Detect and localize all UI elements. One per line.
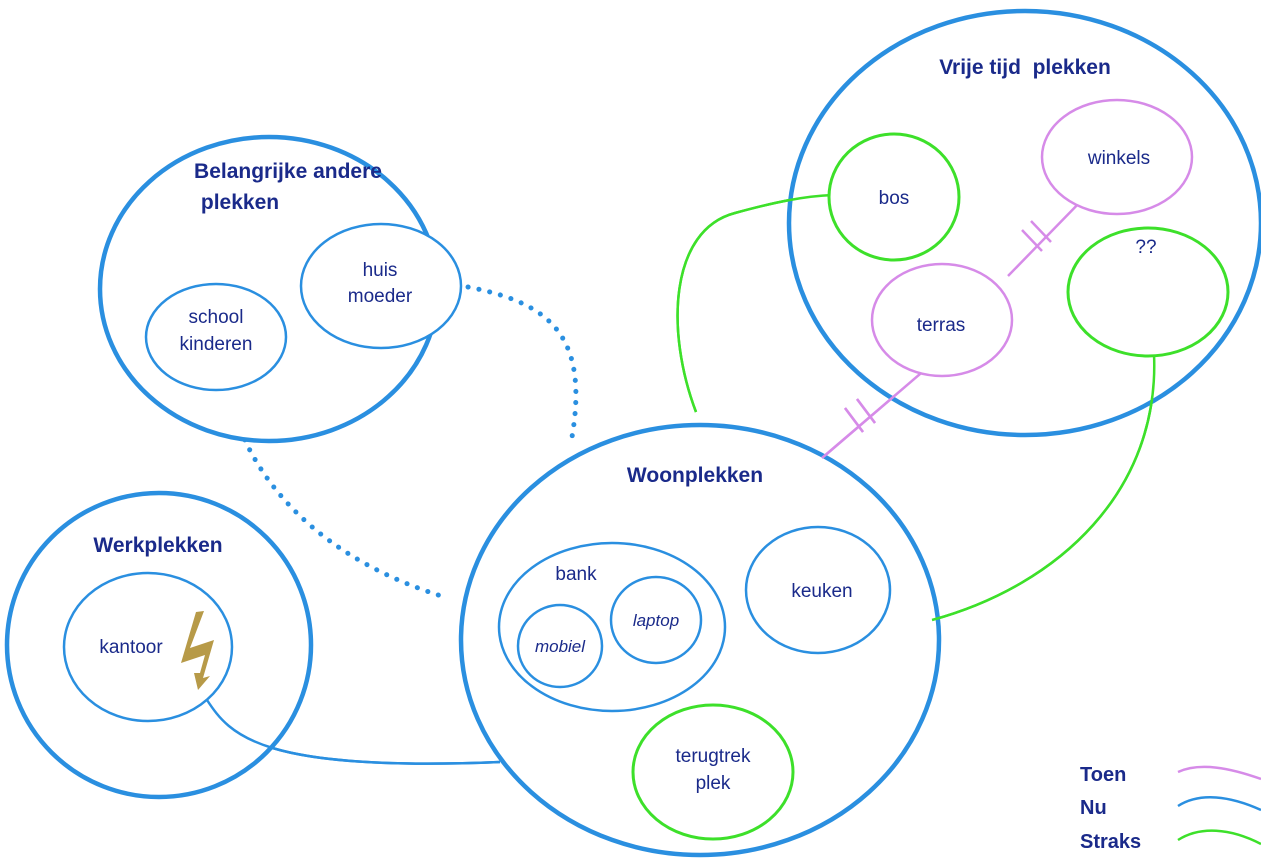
break-marker-overlay [844,220,1052,433]
connector-dotted-huis-woon [454,282,579,440]
node-mobiel [516,603,604,689]
node-label-unknown: ?? [1135,237,1156,258]
group-title-vrije-tijd: Vrije tijd plekken [939,56,1111,79]
node-huis-moeder [299,222,463,350]
node-label-laptop: laptop [633,611,679,630]
node-label-terugtrek-line1: terugtrek [676,746,751,767]
group-title-woon: Woonplekken [627,464,763,487]
node-label-mobiel: mobiel [535,637,586,656]
node-label-keuken: keuken [791,581,852,602]
node-label-bos: bos [879,188,910,209]
legend-label-straks: Straks [1080,831,1141,853]
connector-toen-woon-terras-overlay [821,367,928,459]
legend-label-toen: Toen [1080,764,1126,786]
lightning-bolt-icon [181,611,214,690]
node-winkels [1040,98,1194,216]
group-title-belangrijk-line2: plekken [201,191,279,214]
node-label-school-line1: school [189,307,244,328]
node-unknown [1066,226,1230,358]
connector-straks-woon-unknown-overlay [931,353,1156,622]
legend: Toen Nu Straks [1080,764,1261,853]
node-label-kantoor: kantoor [99,637,163,658]
connector-nu-werk-woon-overlay [205,699,501,765]
node-label-school-line2: kinderen [180,334,253,355]
node-laptop [609,575,703,665]
node-label-bank: bank [555,564,597,585]
group-title-belangrijk-line1: Belangrijke andere [194,160,382,183]
node-label-huis-line2: moeder [348,286,413,307]
legend-swatch-straks [1177,829,1261,846]
connector-straks-woon-bos-overlay [676,193,834,413]
node-keuken [744,525,892,655]
node-school-kinderen [144,282,288,392]
legend-swatch-toen [1177,765,1261,781]
node-terugtrek-plek [631,703,795,841]
legend-swatch-nu [1177,796,1261,812]
node-label-terugtrek-line2: plek [696,773,731,794]
legend-label-nu: Nu [1080,797,1107,819]
node-kantoor [62,571,234,723]
node-label-winkels: winkels [1087,148,1150,169]
node-label-huis-line1: huis [363,260,398,281]
node-terras [870,262,1014,378]
node-label-terras: terras [917,315,966,336]
group-title-werk: Werkplekken [93,534,222,557]
node-bos [827,132,961,262]
